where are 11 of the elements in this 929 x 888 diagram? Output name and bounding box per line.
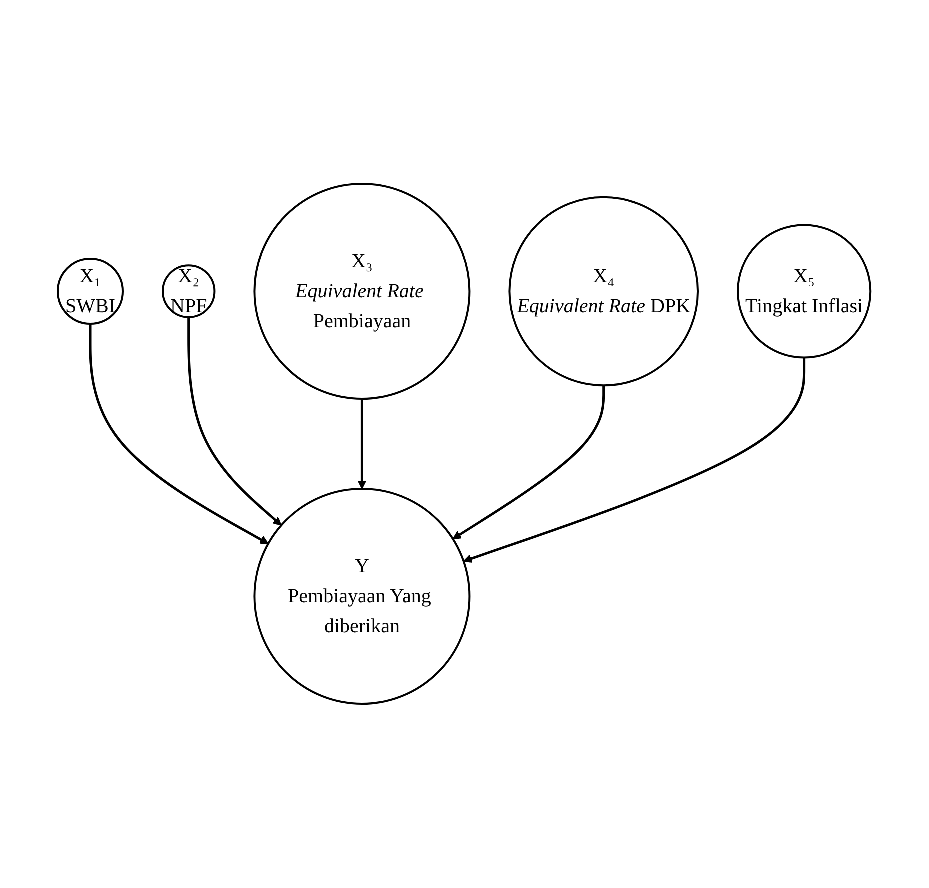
node-circle: X₄ Equivalent Rate DPK [508,196,700,387]
arrow [464,358,806,564]
node-circle: Y Pembiayaan Yang diberikan [254,488,471,705]
arrow [89,324,270,544]
node-circle: X₂ NPF [162,264,216,318]
arrow [188,317,282,526]
node-circle: X₃ Equivalent Rate Pembiayaan [254,183,471,400]
arrow [452,386,606,540]
arrow [358,399,367,490]
node-circle: X₅ Tingkat Inflasi [737,224,872,359]
node-circle: X₁ SWBI [57,258,124,325]
